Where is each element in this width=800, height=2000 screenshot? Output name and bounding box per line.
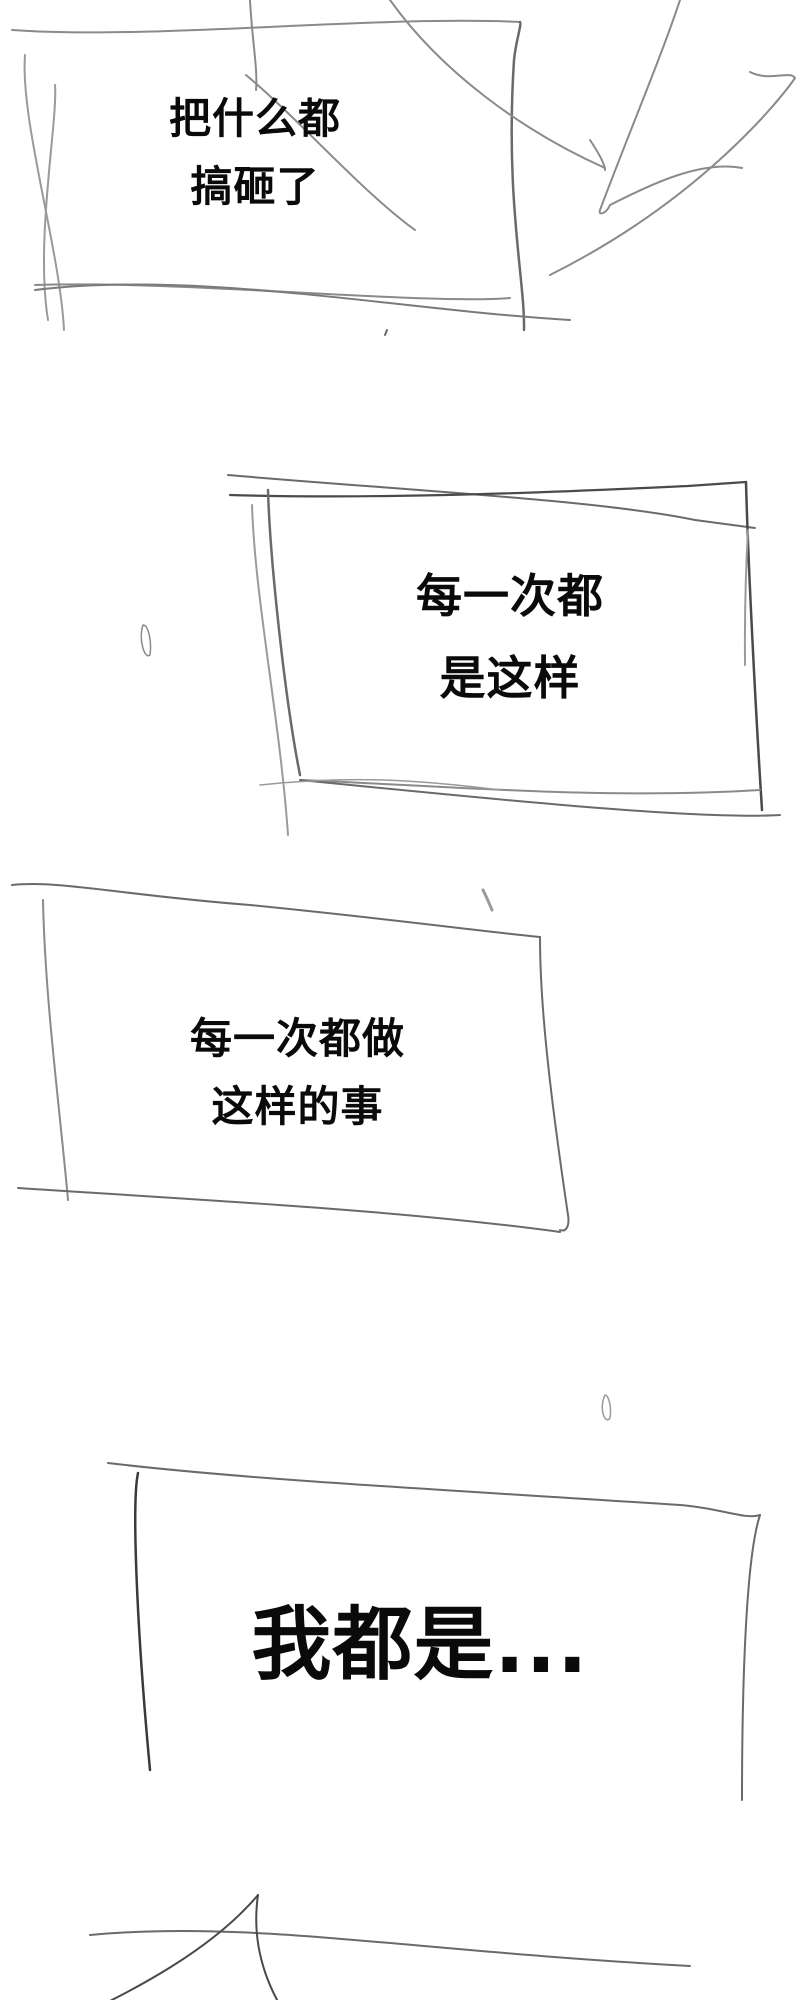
panel-4-frame [89,1394,761,2000]
speech-line: 每一次都做 [189,1014,405,1063]
speech-text-panel-2: 每一次都 是这样 [380,555,640,719]
speech-line: 我都是... [251,1598,589,1691]
panel-1-frame [11,19,571,332]
speech-line: 搞砸了 [190,162,320,211]
panel-3-frame [11,883,570,1233]
speech-text-panel-1: 把什么都 搞砸了 [140,85,370,221]
speech-text-panel-3: 每一次都做 这样的事 [160,1005,435,1141]
panel-1-motion-strokes [245,0,796,336]
speech-line: 把什么都 [168,94,341,143]
panel-2-frame [140,474,781,836]
speech-line: 每一次都 [416,569,604,623]
speech-line: 这样的事 [211,1082,384,1131]
speech-line: 是这样 [439,651,581,705]
speech-text-panel-4: 我都是... [230,1595,610,1695]
